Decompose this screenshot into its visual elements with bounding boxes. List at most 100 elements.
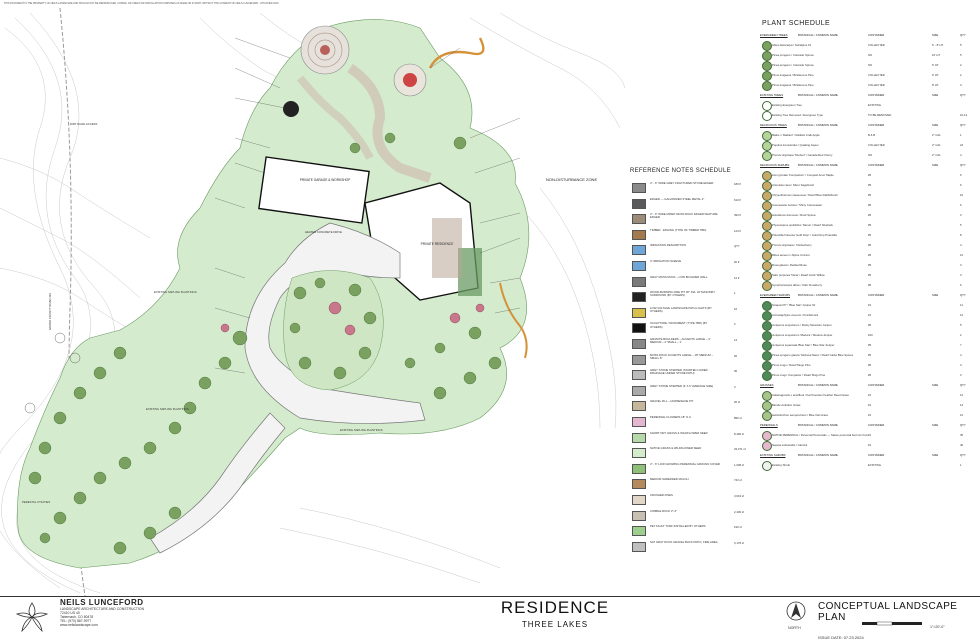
col-header-container: CONTAINER <box>868 293 885 297</box>
plant-row: Cotoneaster lucidus / Shiny Cotoneaster #… <box>760 200 974 211</box>
reference-notes-schedule: REFERENCE NOTES SCHEDULE 4" - 6" WIDE GR… <box>630 168 750 558</box>
plant-container: NO <box>868 53 873 57</box>
reference-row: 4" - 6" LOW GROWING PERENNIAL GROUND COV… <box>630 462 750 475</box>
scale-label: 1"=20'-0" <box>930 625 945 629</box>
plant-symbol-icon <box>762 61 772 71</box>
plant-name: Pinus longaeva / Bristlecone Pine <box>772 83 814 87</box>
col-header-container: CONTAINER <box>868 163 885 167</box>
plant-qty: 7 <box>960 343 962 347</box>
plant-qty: 2 <box>960 333 962 337</box>
plant-container: EXISTING <box>868 103 882 107</box>
plant-symbol-icon <box>762 431 772 441</box>
plant-schedule-title: PLANT SCHEDULE <box>762 20 831 27</box>
reference-qty: 3 <box>734 384 736 389</box>
reference-desc: 4" - 6" WIDE GREY FRACTURED STONE EDGER <box>650 181 714 185</box>
reference-row: 4" - 6" WIDE MIXED MOSS ROCK EDGER FEATU… <box>630 212 750 225</box>
col-header-size: SIZE <box>932 123 939 127</box>
reference-row: PERENNIAL FLOWERS 18" O.C.896 sf <box>630 415 750 428</box>
reference-symbol <box>632 417 646 427</box>
county-road-label: GRAND COUNTY ROAD 491 <box>48 293 52 330</box>
plant-qty: 3 <box>960 363 962 367</box>
reference-desc: 4" IRRIGATION SLEEVE <box>650 259 682 263</box>
reference-desc: NATIVE GRASS & WILDFLOWER SEED <box>650 446 702 451</box>
reference-desc: GREY STONE STEPPER (4' X 6' AVERAGE SIZE… <box>650 383 714 388</box>
col-header-size: SIZE <box>932 93 939 97</box>
plant-name: Helictotrichon sempervirens / Blue Oat G… <box>772 413 828 417</box>
plant-row: Helictotrichon sempervirens / Blue Oat G… <box>760 410 974 421</box>
plant-name: Holodiscus dumosus / Rock Spirea <box>772 213 816 217</box>
plant-size: 8' HT <box>932 83 939 87</box>
plant-container: #1 <box>868 403 872 407</box>
reference-symbol <box>632 401 646 412</box>
plant-name: Acer ginnala 'Compactum' / Compact Amur … <box>772 173 834 177</box>
plant-symbol-icon <box>762 391 772 401</box>
reference-desc: TIMBER · EDGING (TYPE OF TIMBER TBD) <box>650 227 707 232</box>
reference-qty: 12 lf <box>734 275 740 280</box>
disclaimer-text: THIS DOCUMENT IS THE PROPERTY OF NEILS L… <box>4 2 279 5</box>
col-header-name: BOTANICAL / COMMON NAME <box>798 93 838 97</box>
company-line: LANDSCAPE ARCHITECTURE AND CONSTRUCTION <box>60 607 145 611</box>
plant-name: Salix purpurea 'Nana' / Dwarf Arctic Wil… <box>772 273 825 277</box>
company-line: Tabernash, CO 80478 <box>60 615 94 619</box>
plant-category: GRASSES <box>760 383 774 387</box>
plant-name: Juniperus scopulorum 'Medora' / Medora J… <box>772 333 833 337</box>
col-header-qty: QTY <box>960 163 966 167</box>
reference-symbol <box>632 261 646 271</box>
reference-qty: 743 sf <box>734 478 742 483</box>
plant-row: Calamagrostis x acutiflora / Karl Foerst… <box>760 390 974 401</box>
reference-desc: LOW-VOLTAGE LANDSCAPE PATH LIGHTS (BY OT… <box>650 305 712 313</box>
plant-qty: 1 <box>960 463 962 467</box>
plant-name: Cotoneaster lucidus / Shiny Cotoneaster <box>772 203 823 207</box>
plant-symbol-icon <box>762 321 772 331</box>
plant-category: EXISTING TREES <box>760 93 784 97</box>
plant-symbol-icon <box>762 281 772 291</box>
plant-qty: 6 <box>960 283 962 287</box>
reference-desc: 4" - 6" WIDE MIXED MOSS ROCK EDGER FEATU… <box>650 212 718 220</box>
reference-symbol <box>632 541 646 552</box>
reference-symbol <box>632 307 646 318</box>
plant-row: Arctostaphylos uva-ursi / Kinnikinnick#1… <box>760 310 974 321</box>
plant-category: DECIDUOUS SHRUBS <box>760 163 790 167</box>
company-name: NEILS LUNCEFORD <box>60 598 144 607</box>
plant-symbol-icon <box>762 141 772 151</box>
reference-qty: 393 lf <box>734 213 741 218</box>
plant-symbol-icon <box>762 461 772 471</box>
project-name: RESIDENCE <box>500 598 610 617</box>
plant-name: Pinus longaeva / Bristlecone Pine <box>772 73 814 77</box>
plant-container: #1 <box>868 303 872 307</box>
reference-desc: EDGER — GALVANIZED STEEL METAL 4" <box>650 196 705 201</box>
col-header-size: SIZE <box>932 163 939 167</box>
plant-symbol-icon <box>762 51 772 61</box>
plant-symbol-icon <box>762 341 772 351</box>
site-plan-drawing <box>0 8 625 596</box>
plant-container: #5 <box>868 203 872 207</box>
plant-symbol-icon <box>762 191 772 201</box>
north-arrow-icon <box>786 601 806 621</box>
sapling-label-3: EXISTING SAPLING PLANTINGS <box>340 428 383 432</box>
plant-name: Existing Shrub <box>772 463 791 467</box>
plant-symbol-icon <box>762 71 772 81</box>
plant-symbol-icon <box>762 101 772 111</box>
plant-container: NO <box>868 63 873 67</box>
north-label: NORTH <box>788 626 801 630</box>
col-header-name: BOTANICAL / COMMON NAME <box>798 33 838 37</box>
private-garage <box>258 156 370 224</box>
reference-symbol <box>632 510 646 521</box>
col-header-name: BOTANICAL / COMMON NAME <box>798 383 838 387</box>
reference-row: COBBLE ROCK 2"-4"2,400 sf <box>630 509 750 522</box>
plant-name: Picea pungens glauca 'Globosa Nana' / Dw… <box>772 353 854 357</box>
reference-desc: SCULPTURE / MONUMENT (TYPE TBD) (BY OTHE… <box>650 321 708 329</box>
plant-container: EXISTING <box>868 463 882 467</box>
plant-symbol-icon <box>762 301 772 311</box>
reference-qty: 1 <box>734 291 736 296</box>
plant-symbol-icon <box>762 361 772 371</box>
plant-symbol-icon <box>762 371 772 381</box>
